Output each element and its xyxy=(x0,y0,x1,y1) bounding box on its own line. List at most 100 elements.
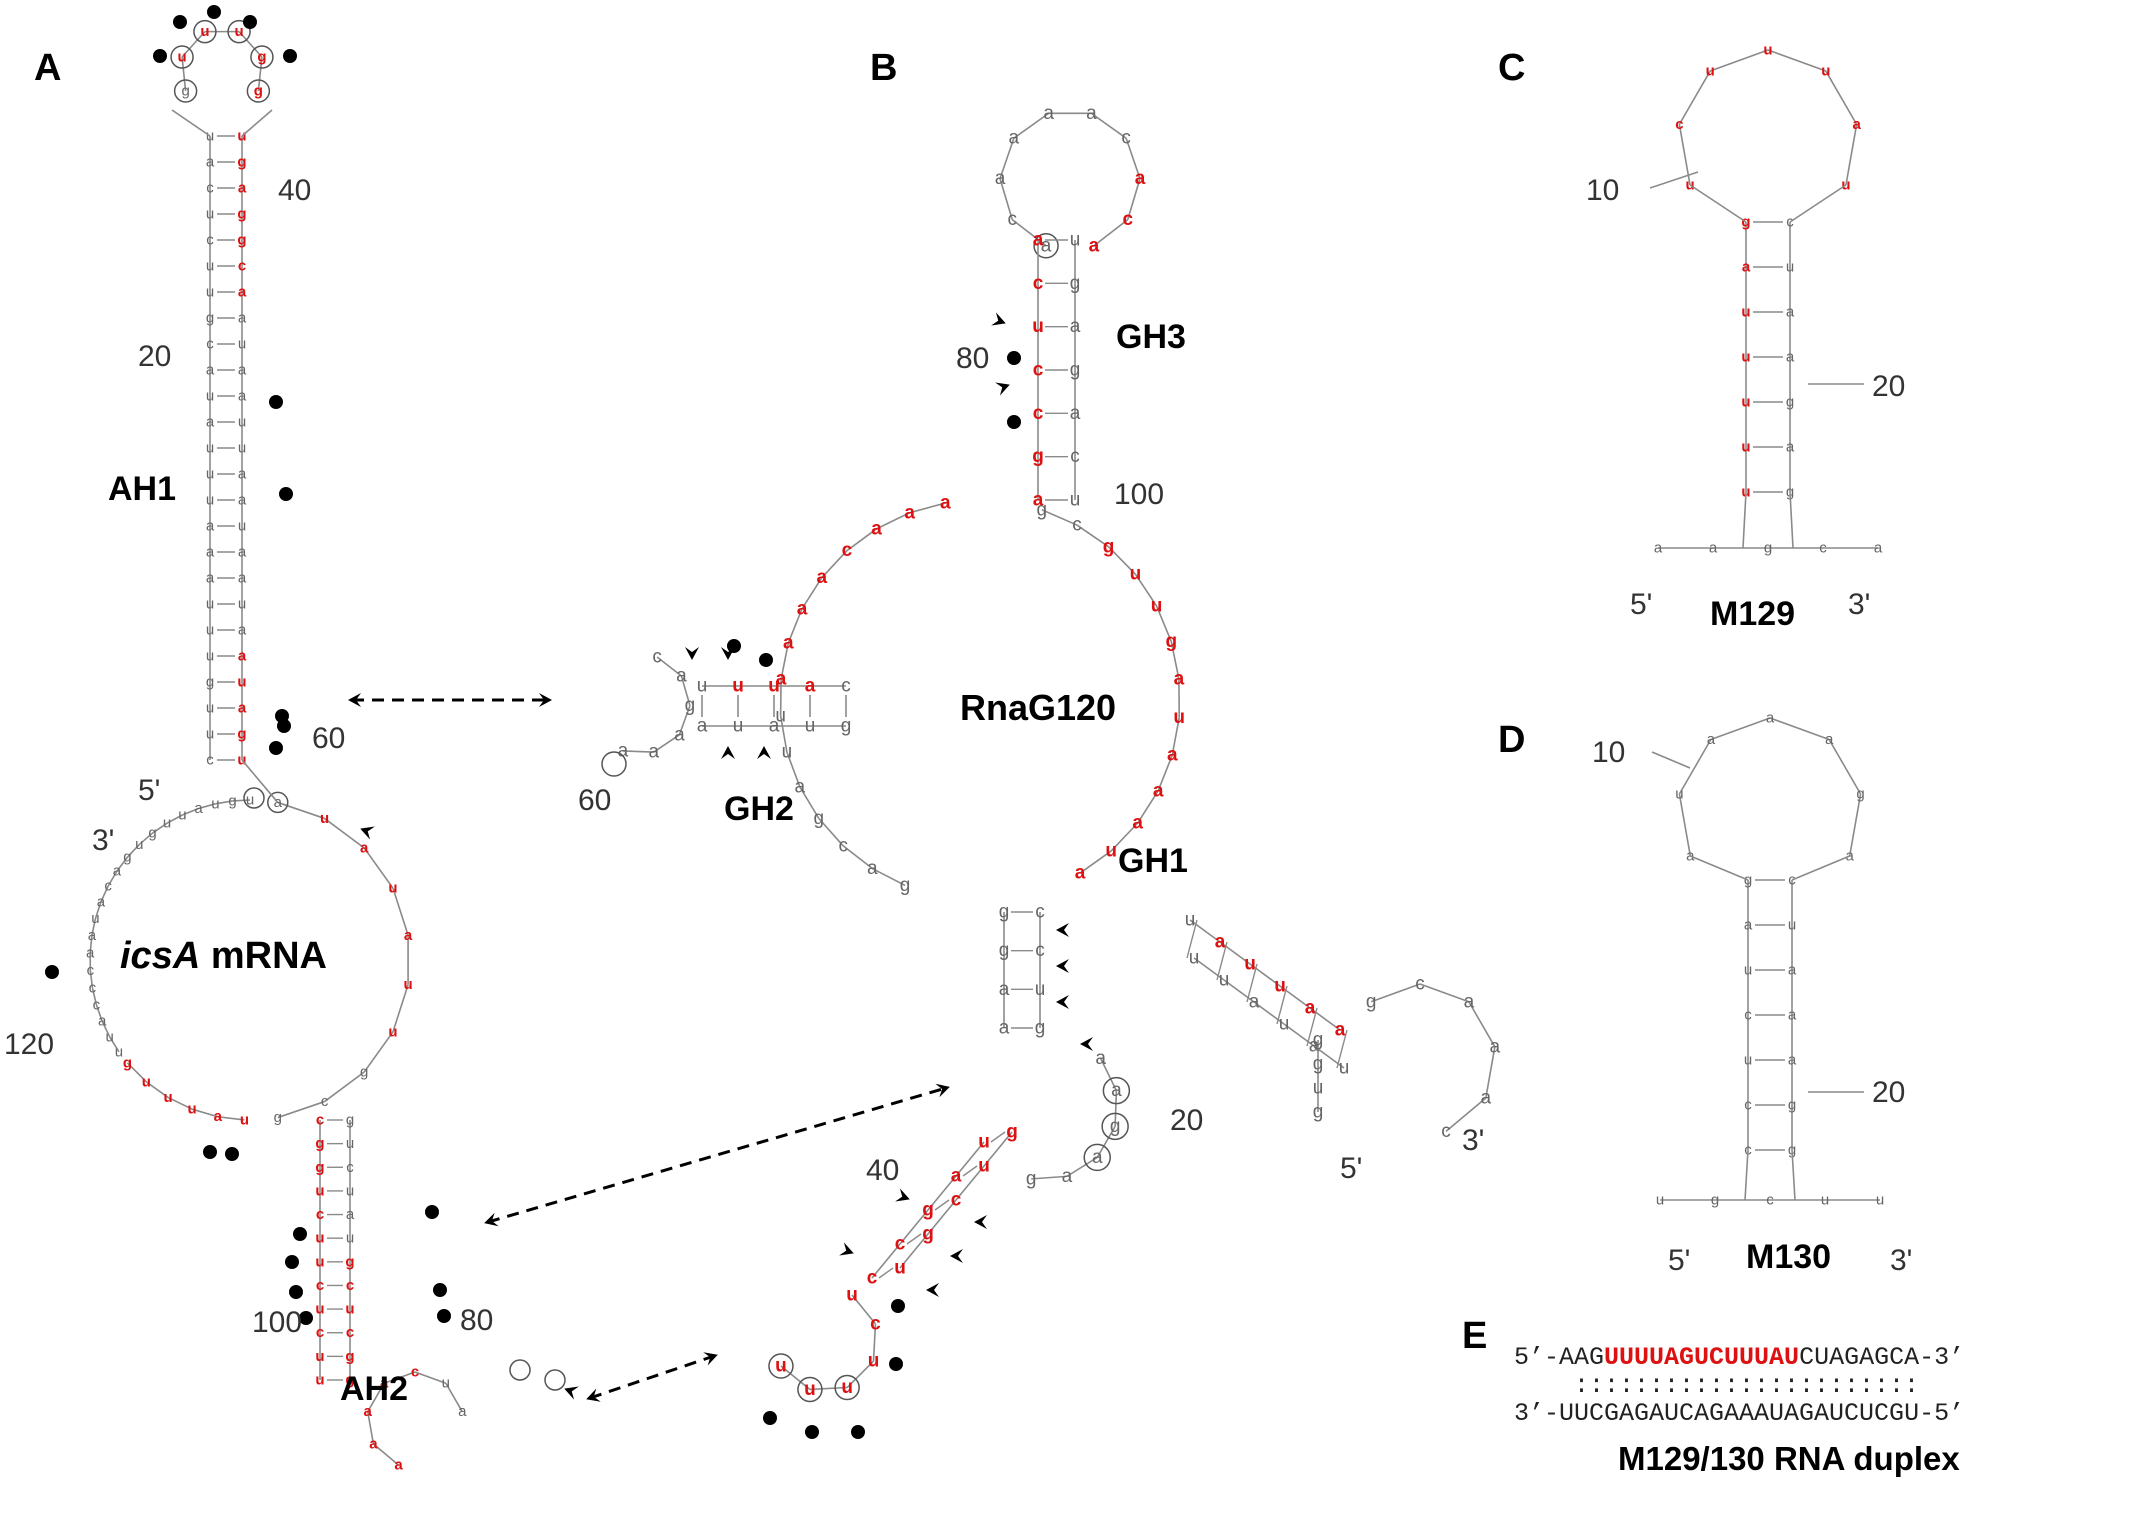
nucleotide: a xyxy=(214,1108,223,1125)
nucleotide: a xyxy=(1089,235,1100,256)
cleavage-arrowhead xyxy=(995,382,1010,396)
pos-b-60: 60 xyxy=(578,784,611,817)
nucleotide: a xyxy=(1481,1088,1492,1109)
nucleotide: c xyxy=(1744,1142,1752,1159)
backbone-line xyxy=(166,814,183,824)
backbone-line xyxy=(851,1294,877,1325)
nucleotide: a xyxy=(1009,128,1020,149)
nucleotide: u xyxy=(142,1073,151,1090)
nucleotide: g xyxy=(1786,394,1794,411)
highlight-circle xyxy=(173,79,198,103)
backbone-line xyxy=(1769,717,1830,741)
backbone-line xyxy=(89,935,93,954)
nucleotide: a xyxy=(346,1206,355,1223)
backbone-line xyxy=(999,137,1015,179)
nucleotide: g xyxy=(206,310,214,327)
pos-a-100: 100 xyxy=(252,1306,302,1339)
nucleotide: u xyxy=(388,1023,397,1040)
pos-a-120: 120 xyxy=(4,1028,54,1061)
nucleotide: g xyxy=(999,902,1010,923)
pos-d-10: 10 xyxy=(1592,736,1625,769)
backbone-line xyxy=(1649,171,1699,189)
nucleotide: c xyxy=(838,835,848,856)
backbone-line xyxy=(1090,112,1127,139)
nucleotide: a xyxy=(238,310,247,327)
nucleotide: u xyxy=(237,674,246,691)
nucleotide: g xyxy=(1764,540,1772,557)
nucleotide: c xyxy=(206,752,214,769)
nucleotide: a xyxy=(867,858,878,879)
nucleotide: u xyxy=(115,1043,123,1060)
nucleotide: c xyxy=(206,232,214,249)
nucleotide: a xyxy=(1111,1080,1122,1101)
nucleotide: g xyxy=(206,674,214,691)
nucleotide: c xyxy=(346,1159,354,1176)
backbone-line xyxy=(1848,793,1862,857)
backbone-line xyxy=(152,822,168,834)
reactivity-dot xyxy=(173,15,187,29)
highlight-circle xyxy=(1083,1143,1111,1172)
backbone-line xyxy=(1678,793,1692,857)
backbone-line xyxy=(1031,1175,1067,1180)
nucleotide: g xyxy=(274,1109,282,1126)
nucleotide: g xyxy=(685,695,696,716)
nucleotide: a xyxy=(1742,259,1751,276)
backbone-line xyxy=(927,1199,957,1235)
cleavage-arrowhead xyxy=(721,746,735,759)
nucleotide: a xyxy=(940,493,951,514)
nucleotide: a xyxy=(1132,813,1143,834)
nucleotide: a xyxy=(999,1018,1010,1039)
pos-d-20: 20 xyxy=(1872,1076,1905,1109)
nucleotide: c xyxy=(206,180,214,197)
nucleotide: u xyxy=(206,440,214,457)
nucleotide: g xyxy=(237,726,246,743)
nucleotide: c xyxy=(104,878,112,895)
nucleotide: u xyxy=(163,1089,172,1106)
backbone-line xyxy=(927,1175,957,1211)
backbone-line xyxy=(363,847,394,889)
nucleotide: u xyxy=(200,23,209,40)
nucleotide: a xyxy=(1095,1048,1106,1069)
nucleotide: a xyxy=(206,414,215,431)
nucleotide: c xyxy=(1441,1121,1451,1142)
reactivity-dot xyxy=(45,965,59,979)
nucleotide: a xyxy=(676,666,687,687)
backbone-line xyxy=(876,512,911,530)
nucleotide: u xyxy=(442,1375,450,1392)
reactivity-dot xyxy=(433,1283,447,1297)
cleavage-arrowhead xyxy=(1080,1037,1093,1051)
backbone-line xyxy=(872,1323,877,1362)
nucleotide: a xyxy=(1464,991,1475,1012)
reactivity-dot xyxy=(153,49,167,63)
backbone-line xyxy=(1742,491,1747,549)
reactivity-dot xyxy=(269,741,283,755)
nucleotide: g xyxy=(841,716,852,737)
backbone-line xyxy=(1678,739,1712,795)
nucleotide: g xyxy=(813,808,824,829)
nucleotide: g xyxy=(900,875,911,896)
highlight-circle xyxy=(544,1369,566,1391)
nucleotide: u xyxy=(206,492,214,509)
backbone-line xyxy=(1157,754,1173,792)
backbone-line xyxy=(198,803,216,810)
nucleotide: a xyxy=(1070,403,1081,424)
nucleotide: c xyxy=(1122,209,1133,230)
nucleotide: a xyxy=(1249,992,1260,1013)
ah2-label: AH2 xyxy=(340,1370,408,1408)
nucleotide: u xyxy=(1744,962,1752,979)
nucleotide: c xyxy=(842,540,853,561)
nucleotide: c xyxy=(1744,1007,1752,1024)
nucleotide: c xyxy=(1415,974,1425,995)
backbone-line xyxy=(846,528,878,552)
pos-a-80: 80 xyxy=(460,1304,493,1337)
nucleotide: c xyxy=(1766,1192,1774,1209)
backbone-line xyxy=(1828,739,1862,795)
backbone-line xyxy=(871,1243,901,1279)
nucleotide: g xyxy=(1035,1018,1046,1039)
reactivity-dot xyxy=(425,1205,439,1219)
backbone-line xyxy=(1114,1090,1118,1127)
duplex-bottom-strand: 3’-UUCGAGAUCAGAAAUAGAUCUCGU-5’ xyxy=(1514,1399,1964,1428)
backbone-line xyxy=(1283,1023,1315,1047)
nucleotide: u xyxy=(238,596,246,613)
interaction-arrows xyxy=(348,693,950,1402)
